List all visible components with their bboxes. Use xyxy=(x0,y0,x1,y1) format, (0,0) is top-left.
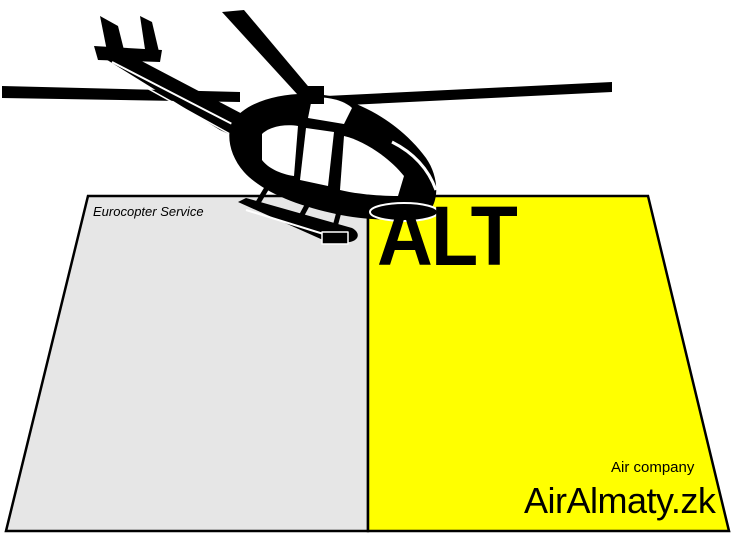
helicopter-icon xyxy=(2,10,612,245)
company-name: AirAlmaty.zk xyxy=(524,480,716,521)
company-label: Air company xyxy=(611,459,695,476)
right-panel xyxy=(366,194,731,533)
left-panel xyxy=(4,194,370,533)
logo-text: ALT xyxy=(377,189,518,283)
service-text: Eurocopter Service xyxy=(93,204,204,219)
